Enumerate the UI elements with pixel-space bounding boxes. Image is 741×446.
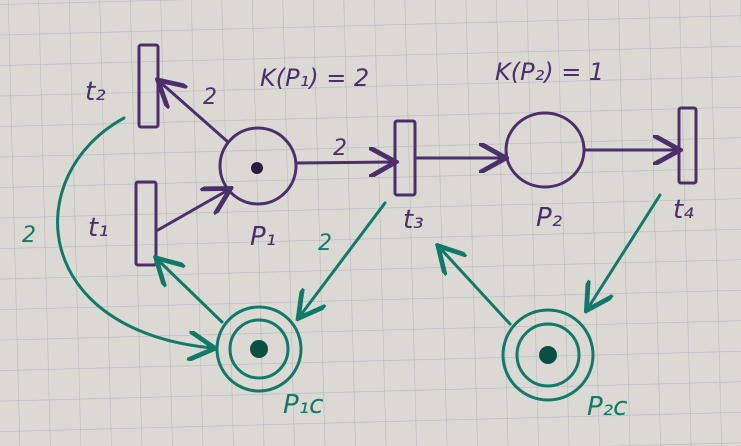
label-t4: t₄ — [673, 195, 694, 225]
label-t3: t₃ — [403, 205, 424, 235]
token-p1c — [250, 340, 268, 358]
transition-t1 — [134, 180, 158, 267]
label-p1: P₁ — [250, 222, 276, 252]
label-p1c: P₁c — [283, 390, 323, 420]
capacity-p2: K(P₂) = 1 — [495, 58, 604, 86]
label-t1: t₁ — [88, 213, 109, 243]
label-t2: t₂ — [85, 77, 106, 107]
token-p1 — [251, 162, 263, 174]
weight-t2-p1c: 2 — [22, 223, 36, 248]
token-p2c — [539, 346, 557, 364]
place-p1 — [218, 126, 298, 206]
arc-t3-to-p1c — [300, 201, 387, 316]
arc-t2-to-p1c — [56, 116, 212, 348]
place-p2c-outer — [501, 308, 595, 402]
capacity-p1: K(P₁) = 2 — [260, 64, 369, 92]
weight-t3-p1c: 2 — [318, 231, 332, 256]
arc-p1-to-t2 — [160, 82, 230, 144]
weight-p1-t3: 2 — [333, 136, 347, 161]
weight-p1-t2: 2 — [203, 85, 217, 110]
place-p1c-inner — [228, 318, 290, 380]
arc-t1-to-p1 — [156, 190, 228, 232]
label-p2c: P₂c — [587, 392, 627, 422]
arc-p1c-to-t1 — [158, 260, 224, 324]
arc-p2c-to-t3 — [440, 248, 512, 326]
label-p2: P₂ — [536, 203, 562, 233]
arc-p1-to-t3 — [295, 162, 393, 163]
arc-t4-to-p2c — [588, 193, 662, 308]
place-p2c-inner — [515, 322, 581, 388]
